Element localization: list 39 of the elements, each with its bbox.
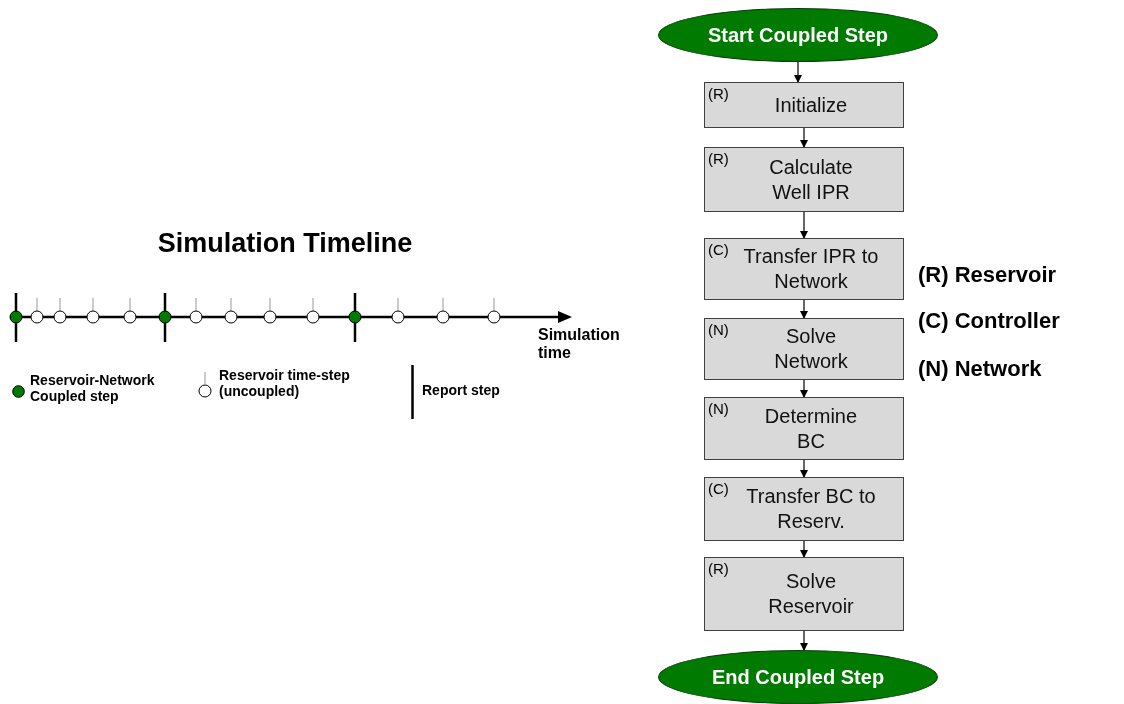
arrow <box>800 299 808 319</box>
process-box <box>704 238 904 300</box>
arrow <box>800 459 808 478</box>
terminal-label: Start Coupled Step <box>708 23 888 47</box>
arrow <box>800 630 808 651</box>
terminal-label: End Coupled Step <box>711 665 885 689</box>
arrow <box>800 379 808 398</box>
process-label: Solve Network <box>773 324 849 374</box>
role-tag: (N) <box>708 321 729 338</box>
heading: Simulation Timeline <box>156 228 414 259</box>
process-box <box>704 477 904 541</box>
role-tag: (C) <box>708 241 729 258</box>
process-label: Determine BC <box>763 403 859 454</box>
arrow <box>794 61 802 83</box>
process-label: Solve Reservoir <box>767 569 855 619</box>
axis-label: Simulation time <box>538 326 621 363</box>
process-box <box>704 557 904 631</box>
role-tag: (R) <box>708 85 729 102</box>
process-label: Transfer BC to Reserv. <box>745 484 877 534</box>
role-tag: (R) <box>708 150 729 167</box>
role-key: (N) Network <box>918 356 1118 382</box>
role-key: (R) Reservoir <box>918 262 1118 288</box>
arrow <box>800 127 808 148</box>
process-box <box>704 397 904 460</box>
legend-text: Reservoir time-step (uncoupled) <box>219 367 351 400</box>
legend-text: Reservoir-Network Coupled step <box>30 372 156 405</box>
process-box <box>704 318 904 380</box>
role-tag: (N) <box>708 400 729 417</box>
role-tag: (R) <box>708 560 729 577</box>
role-tag: (C) <box>708 480 729 497</box>
role-key: (C) Controller <box>918 308 1118 334</box>
process-label: Transfer IPR to Network <box>742 244 880 294</box>
process-box <box>704 82 904 128</box>
process-box <box>704 147 904 212</box>
arrow <box>800 540 808 558</box>
process-label: Initialize <box>774 92 848 118</box>
legend-text: Report step <box>422 382 501 399</box>
process-label: Calculate Well IPR <box>768 154 854 205</box>
arrow <box>800 211 808 239</box>
